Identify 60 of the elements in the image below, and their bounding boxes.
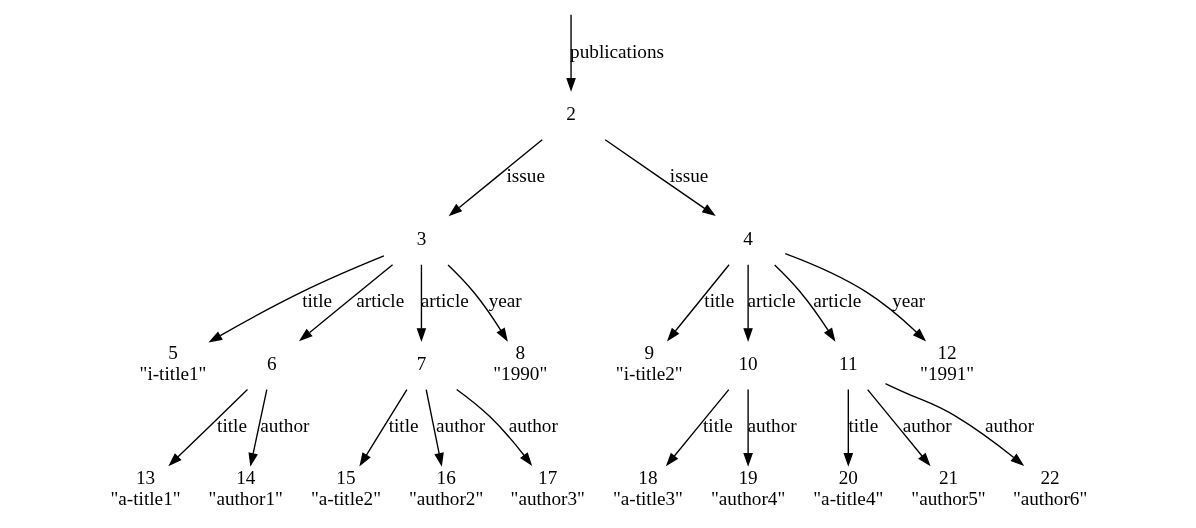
node-text: 14 "author1" [208, 467, 283, 509]
edge-label: title [301, 290, 332, 312]
arrow [167, 388, 248, 467]
arrow [665, 388, 729, 467]
arrow [884, 383, 1024, 466]
arrow [742, 388, 753, 467]
arrow [742, 264, 753, 342]
node-text: 17 "author3" [510, 467, 585, 509]
node-text: 15 "a-title2" [310, 467, 381, 509]
node-text: 2 [565, 102, 576, 124]
arrow [784, 253, 926, 342]
node-text: 6 [266, 352, 277, 374]
arrow [448, 139, 543, 217]
edge-label: author [259, 415, 309, 437]
arrow [416, 264, 426, 342]
node-text: 10 [738, 352, 758, 374]
arrow [455, 388, 532, 467]
arrow [866, 388, 931, 467]
edge-label: author [508, 415, 558, 437]
edge-label: author [902, 415, 952, 437]
edge-label: author [984, 415, 1034, 437]
edge-label: title [702, 415, 733, 437]
arrow [565, 14, 576, 92]
arrow [248, 388, 267, 467]
arrow [446, 264, 508, 342]
edge-label: article [420, 290, 469, 312]
arrow [208, 255, 385, 343]
node-text: 3 [416, 227, 426, 249]
edge-label: year [488, 290, 522, 312]
arrow [666, 264, 730, 342]
edge-label: issue [506, 165, 545, 187]
arrow [843, 388, 853, 467]
node-text: 21 "author5" [910, 467, 986, 509]
edge-label: author [435, 415, 485, 437]
node-text: 18 "a-title3" [612, 467, 683, 509]
edge-label: article [355, 290, 404, 312]
edge-label: title [847, 415, 878, 437]
arrow [358, 388, 408, 467]
arrow [425, 388, 444, 467]
edge-label: title [703, 290, 734, 312]
node-text: 4 [742, 227, 753, 249]
edge-label: issue [669, 165, 708, 187]
node-text: 9 "i-title2" [615, 342, 683, 385]
arrow [604, 139, 716, 217]
node-text: 16 "author2" [408, 467, 483, 509]
node-text: 20 "a-title4" [812, 467, 883, 509]
edge-label: year [891, 290, 925, 312]
node-text: 12 "1991" [919, 342, 974, 385]
edge-label: title [216, 415, 247, 437]
node-text: 8 "1990" [492, 342, 547, 385]
arrow [298, 264, 393, 342]
node-text: 13 "a-title1" [110, 467, 181, 509]
node-text: 22 "author6" [1012, 467, 1087, 509]
node-text: 11 [838, 352, 858, 374]
node-text: 5 "i-title1" [139, 342, 206, 385]
node-text: 7 [416, 352, 426, 374]
node-text: 19 "author4" [710, 467, 785, 509]
arrow [773, 264, 835, 342]
edge-label: article [812, 290, 861, 312]
edge-label: title [388, 415, 419, 437]
